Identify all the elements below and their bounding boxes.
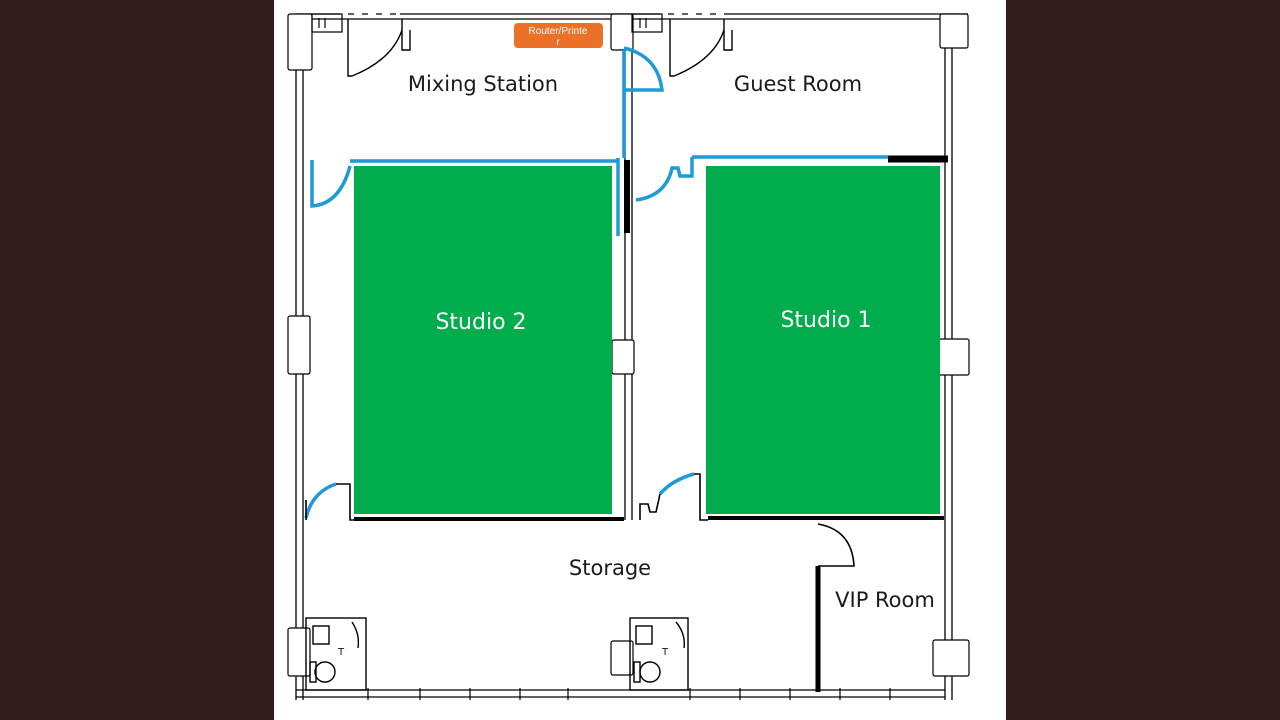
top-doors bbox=[347, 19, 733, 77]
black-walls bbox=[354, 155, 948, 692]
storage-label: Storage bbox=[569, 556, 651, 580]
columns bbox=[287, 13, 970, 677]
router-printer-label-line1: Router/Printe bbox=[529, 26, 588, 37]
studio-1-label: Studio 1 bbox=[780, 308, 871, 333]
vip-room-label: VIP Room bbox=[835, 588, 935, 612]
bottom-ticks bbox=[367, 688, 891, 700]
router-printer-label-line2: r bbox=[556, 37, 560, 48]
floor-plan-drawing: T T Router/Printe r M bbox=[287, 12, 970, 700]
studio-door-frames bbox=[305, 473, 855, 567]
mixing-station-label: Mixing Station bbox=[408, 72, 558, 96]
floor-plan: T T Router/Printe r M bbox=[274, 0, 1006, 720]
restroom-left bbox=[305, 617, 367, 691]
studio-2-label: Studio 2 bbox=[435, 310, 526, 335]
toilet-tag-left: T bbox=[337, 647, 345, 658]
studio-1-room[interactable] bbox=[706, 166, 940, 514]
blue-walls bbox=[304, 46, 888, 519]
studio-2-room[interactable] bbox=[354, 166, 612, 514]
restroom-right bbox=[629, 617, 689, 691]
guest-room-label: Guest Room bbox=[734, 72, 862, 96]
top-fixtures bbox=[311, 13, 663, 33]
router-printer-tag[interactable]: Router/Printe r bbox=[514, 23, 603, 48]
toilet-tag-right: T bbox=[661, 647, 669, 658]
